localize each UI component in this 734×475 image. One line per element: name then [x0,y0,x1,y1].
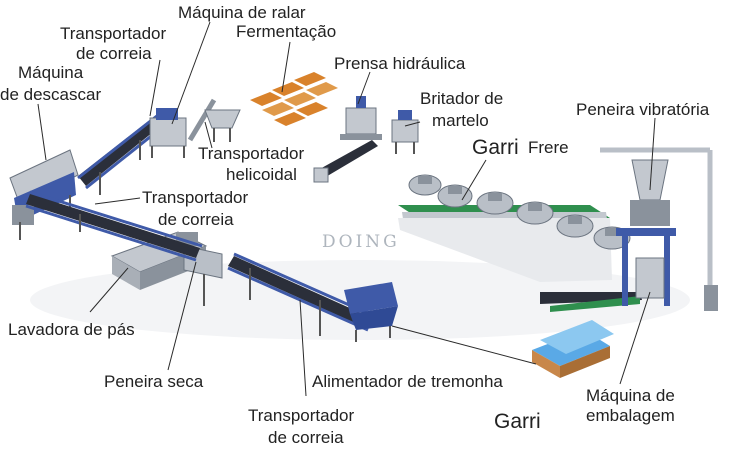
label-belt-conveyor-top-2: de correia [76,44,152,63]
label-vibrating-sieve: Peneira vibratória [576,100,710,119]
grating-machine [149,108,187,158]
belt-conveyor-middle [25,190,203,262]
label-hammer-mill-1: Britador de [420,89,504,108]
fermentation-trays [250,72,338,126]
label-paddle-washer: Lavadora de pás [8,320,135,339]
label-belt-conveyor-bottom-1: Transportador [248,406,355,425]
garri-bags [532,320,614,378]
label-fermentation: Fermentação [236,22,337,41]
label-grating-machine: Máquina de ralar [178,3,306,22]
doing-watermark: DOING [322,232,400,252]
label-screw-conveyor-1: Transportador [198,144,305,163]
label-belt-conveyor-middle-2: de correia [158,210,234,229]
hammer-mill [391,110,419,154]
label-hammer-mill-2: martelo [432,111,489,130]
label-garri: Garri [494,410,541,433]
callout-lines [37,21,656,397]
hydraulic-press [340,96,382,140]
label-dry-sieve: Peneira seca [104,372,204,391]
hopper-feeder [344,282,398,342]
label-hopper-feeder: Alimentador de tremonha [312,372,503,391]
label-garri-frere-1: Garri [472,136,519,159]
label-belt-conveyor-bottom-2: de correia [268,428,344,447]
screw-conveyor [187,98,241,142]
label-belt-conveyor-middle-1: Transportador [142,188,249,207]
label-screw-conveyor-2: helicoidal [226,165,297,184]
label-hydraulic-press: Prensa hidráulica [334,54,466,73]
label-belt-conveyor-top-1: Transportador [60,24,167,43]
incline-conveyor-small [313,140,378,183]
label-packing-machine-2: embalagem [586,406,675,425]
vibrating-sieve-tower [600,147,718,311]
label-peeling-machine-2: de descascar [0,85,102,104]
label-peeling-machine-1: Máquina [18,63,84,82]
garri-fryer-line [398,174,642,312]
label-packing-machine-1: Máquina de [586,386,675,405]
label-garri-frere-2: Frere [528,138,569,157]
